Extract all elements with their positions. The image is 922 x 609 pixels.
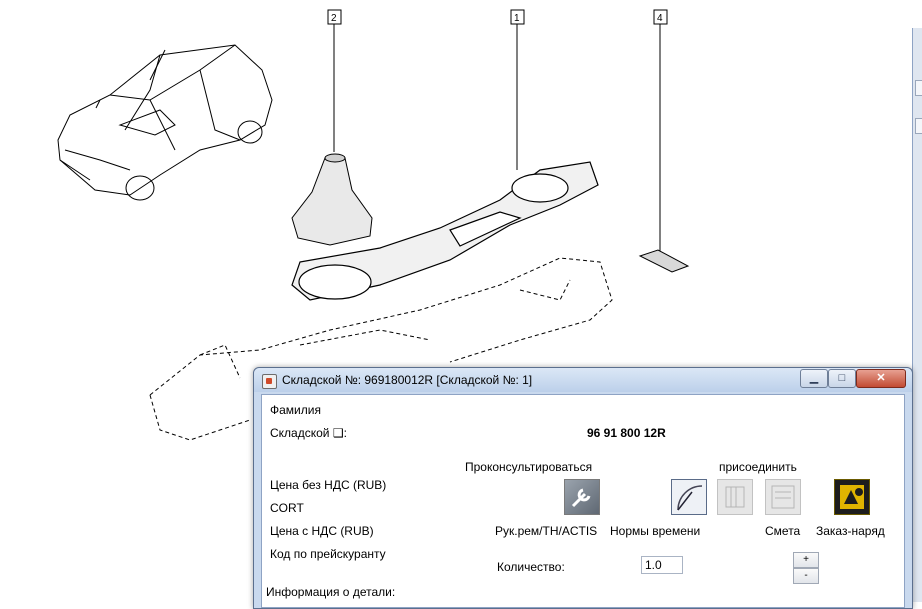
part-details-window: Складской №: 969180012R [Складской №: 1]… xyxy=(253,367,913,609)
callout-4: 4 xyxy=(653,9,668,252)
time-norms-label[interactable]: Нормы времени xyxy=(610,524,701,538)
background-window-edge xyxy=(912,28,922,602)
book-icon[interactable] xyxy=(717,479,753,515)
console-body-dashed xyxy=(149,257,613,441)
wrench-icon[interactable] xyxy=(564,479,600,515)
surname-label: Фамилия xyxy=(270,403,321,417)
attach-label: присоединить xyxy=(719,460,797,474)
car-illustration xyxy=(57,44,273,201)
work-order-icon[interactable] xyxy=(834,479,870,515)
quantity-label: Количество: xyxy=(497,560,565,574)
minimize-button[interactable]: ▁ xyxy=(800,369,828,388)
maximize-button[interactable]: □ xyxy=(828,369,856,388)
window-content: Фамилия Складской ❑: 96 91 800 12R Проко… xyxy=(261,394,905,608)
estimate-icon[interactable] xyxy=(765,479,801,515)
window-title: Складской №: 969180012R [Складской №: 1] xyxy=(282,373,533,387)
estimate-label[interactable]: Смета xyxy=(765,524,801,538)
repair-manual-label[interactable]: Рук.рем/TH/ACTIS xyxy=(495,524,598,538)
svg-text:1: 1 xyxy=(514,13,520,24)
quantity-increase-button[interactable]: + xyxy=(793,552,819,568)
part-info-label: Информация о детали: xyxy=(266,585,396,599)
cort-label: CORT xyxy=(270,501,304,515)
console-frame-part xyxy=(291,161,599,301)
stock-number-value: 96 91 800 12R xyxy=(587,426,666,440)
stock-number-label: Складской ❑: xyxy=(270,426,347,440)
shift-boot-part xyxy=(291,157,373,246)
work-order-label[interactable]: Заказ-наряд xyxy=(816,524,885,538)
svg-text:4: 4 xyxy=(657,13,663,24)
consult-label: Проконсультироваться xyxy=(465,460,593,474)
quantity-decrease-button[interactable]: - xyxy=(793,568,819,584)
price-incl-vat-label: Цена с НДС (RUB) xyxy=(270,524,374,538)
callout-2: 2 xyxy=(327,9,342,152)
price-excl-vat-label: Цена без НДС (RUB) xyxy=(270,478,387,492)
price-list-code-label: Код по прейскуранту xyxy=(270,547,386,561)
edge-button[interactable] xyxy=(915,118,922,134)
pad-part xyxy=(638,249,690,273)
close-button[interactable]: ✕ xyxy=(856,369,906,388)
edge-button[interactable] xyxy=(915,80,922,96)
java-app-icon xyxy=(262,374,277,389)
svg-text:2: 2 xyxy=(331,13,337,24)
quantity-input[interactable] xyxy=(641,556,683,574)
clock-icon[interactable] xyxy=(671,479,707,515)
callout-1: 1 xyxy=(510,9,525,170)
title-bar[interactable]: Складской №: 969180012R [Складской №: 1]… xyxy=(254,368,912,392)
